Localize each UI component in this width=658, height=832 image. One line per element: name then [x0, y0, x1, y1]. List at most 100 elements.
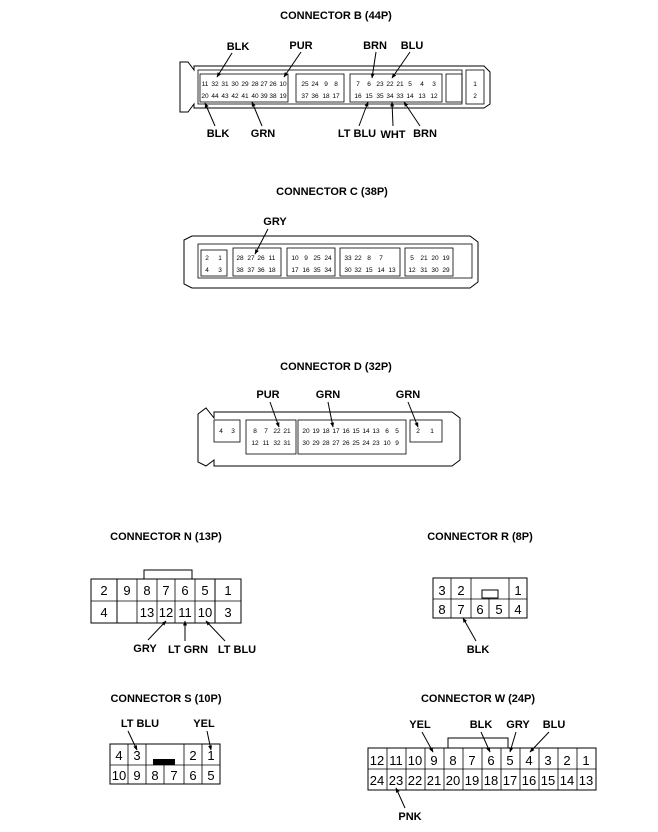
connector-d-pin: 13 — [372, 428, 380, 435]
connector-d-pin: 24 — [362, 440, 370, 447]
connector-c-pin: 21 — [420, 255, 428, 262]
wire-label-blu: BLU — [401, 40, 424, 52]
connector-d-pin: 12 — [251, 440, 259, 447]
wire-label-gry: GRY — [133, 643, 157, 655]
connector-b-pin: 44 — [211, 93, 219, 100]
connector-d-pin: 21 — [283, 428, 291, 435]
connector-d-pin: 4 — [219, 428, 223, 435]
connector-b-pin: 18 — [322, 93, 330, 100]
connector-n-pin: 1 — [224, 583, 231, 598]
connector-c-pin: 26 — [257, 255, 265, 262]
connector-w-title: CONNECTOR W (24P) — [421, 693, 535, 705]
connector-d-pin: 16 — [342, 428, 350, 435]
connector-c-pin: 13 — [388, 267, 396, 274]
connector-d-pin: 28 — [322, 440, 330, 447]
connector-b-pin: 19 — [279, 93, 287, 100]
connector-b-pin: 43 — [221, 93, 229, 100]
connector-w-pin: 1 — [582, 753, 589, 768]
wire-label-brn: BRN — [363, 40, 387, 52]
connector-d-pin: 18 — [322, 428, 330, 435]
wire-label-pnk: PNK — [398, 811, 421, 823]
connector-b-pin: 23 — [376, 81, 384, 88]
connector-n-pins: 2 9 8 7 6 5 1 4 13 12 11 10 3 — [100, 583, 231, 620]
connector-r-pin: 8 — [438, 602, 445, 617]
connector-c-pin: 14 — [377, 267, 385, 274]
connector-c-pin: 25 — [313, 255, 321, 262]
connector-n-pin: 6 — [181, 583, 188, 598]
connector-r-pin: 2 — [457, 583, 464, 598]
connector-w-pin: 19 — [465, 773, 479, 788]
connector-b-pin: 33 — [396, 93, 404, 100]
connector-c-pin: 16 — [302, 267, 310, 274]
connector-w-pin: 18 — [484, 773, 498, 788]
connector-w-pin: 8 — [449, 753, 456, 768]
connector-s-pin: 2 — [189, 748, 196, 763]
wire-label-grn: GRN — [251, 128, 276, 140]
connector-d-pins-row2: 12 11 32 31 30 29 28 27 26 25 24 23 10 9 — [251, 440, 399, 447]
connector-c-pin: 8 — [367, 255, 371, 262]
connector-n-pin: 12 — [159, 605, 173, 620]
connector-b: CONNECTOR B (44P) 11 32 31 30 29 28 27 2… — [179, 10, 491, 141]
connector-b-pin: 13 — [418, 93, 426, 100]
connector-w-pin: 12 — [370, 753, 384, 768]
connector-b-pin: 40 — [251, 93, 259, 100]
connector-w: CONNECTOR W (24P) 12 11 10 9 8 7 6 5 — [367, 693, 597, 823]
wire-label-lt-blu: LT BLU — [218, 644, 256, 656]
connector-b-pin: 15 — [365, 93, 373, 100]
connector-w-pin: 7 — [468, 753, 475, 768]
connector-b-pin: 30 — [231, 81, 239, 88]
connector-d-pin: 7 — [264, 428, 268, 435]
connector-s-pin: 5 — [207, 768, 214, 783]
connector-b-pin: 38 — [269, 93, 277, 100]
connector-b-pin: 7 — [356, 81, 360, 88]
connector-c-pin: 12 — [408, 267, 416, 274]
connector-w-pin: 21 — [427, 773, 441, 788]
connector-d-housing — [197, 407, 461, 467]
connector-c-pin: 2 — [205, 255, 209, 262]
connector-b-pin: 37 — [301, 93, 309, 100]
connector-c: CONNECTOR C (38P) 2 1 28 27 26 11 10 9 2… — [183, 186, 479, 289]
connector-b-pin: 14 — [406, 93, 414, 100]
connector-w-pin: 23 — [389, 773, 403, 788]
wire-label-blu: BLU — [543, 719, 566, 731]
connector-b-pin: 12 — [430, 93, 438, 100]
connector-c-pin: 10 — [291, 255, 299, 262]
connector-w-housing — [367, 737, 597, 791]
connector-c-pin: 30 — [431, 267, 439, 274]
connector-c-pin: 34 — [324, 267, 332, 274]
connector-r-pin: 1 — [514, 583, 521, 598]
connector-d: CONNECTOR D (32P) 4 3 8 7 22 21 20 19 18… — [197, 361, 461, 467]
connector-c-pin: 36 — [257, 267, 265, 274]
connector-r-pin: 6 — [476, 602, 483, 617]
connector-c-pin: 9 — [304, 255, 308, 262]
wire-label-yel: YEL — [409, 719, 431, 731]
connector-d-pin: 8 — [253, 428, 257, 435]
connector-w-pin: 9 — [430, 753, 437, 768]
connector-c-pin: 30 — [344, 267, 352, 274]
connector-w-pin: 11 — [389, 753, 403, 768]
connector-w-pin: 20 — [446, 773, 460, 788]
connector-r-housing — [432, 577, 528, 619]
connector-d-pin: 15 — [352, 428, 360, 435]
wire-label-pur: PUR — [289, 40, 312, 52]
connector-n-pin: 10 — [198, 605, 212, 620]
connector-s-pins: 4 3 2 1 10 9 8 7 6 5 — [112, 748, 215, 783]
connector-d-pin: 11 — [263, 440, 270, 447]
connector-n-pin: 5 — [201, 583, 208, 598]
connector-c-pin: 33 — [344, 255, 352, 262]
connector-b-pin: 31 — [221, 81, 229, 88]
connector-w-pin: 13 — [579, 773, 593, 788]
connector-b-pin: 41 — [241, 93, 249, 100]
connector-d-pin: 10 — [383, 440, 391, 447]
connector-n-pin: 7 — [162, 583, 169, 598]
wire-label-wht: WHT — [380, 129, 405, 141]
connector-c-pin: 22 — [354, 255, 362, 262]
connector-w-leaders — [395, 731, 550, 809]
connector-w-pin: 5 — [506, 753, 513, 768]
wire-label-yel: YEL — [193, 718, 215, 730]
connector-d-pin: 6 — [385, 428, 389, 435]
connector-b-pin: 16 — [354, 93, 362, 100]
connector-c-pin: 17 — [291, 267, 299, 274]
connector-c-housing — [183, 235, 479, 289]
